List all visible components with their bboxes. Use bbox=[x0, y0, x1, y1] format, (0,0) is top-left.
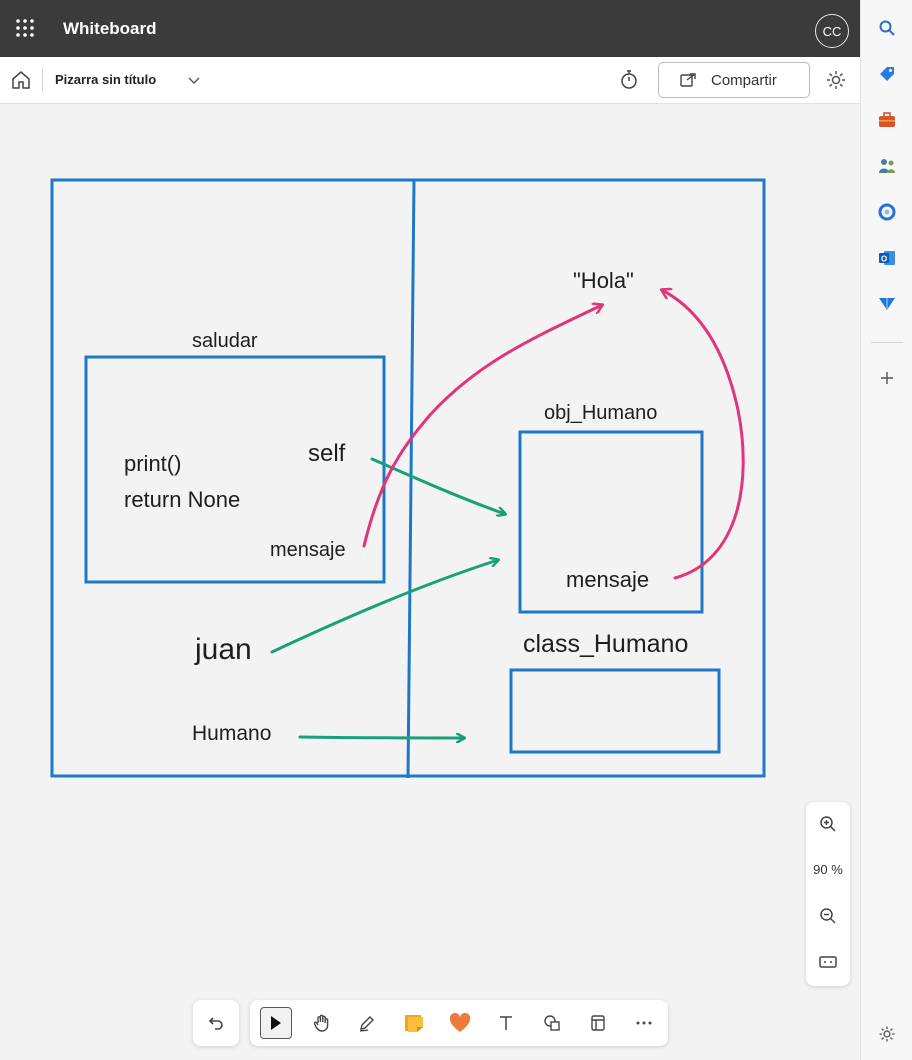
select-tool[interactable] bbox=[260, 1007, 292, 1039]
drawing-toolbar bbox=[250, 1000, 668, 1046]
right-sidebar: O bbox=[860, 0, 912, 1060]
arrow-juan-to-obj bbox=[270, 560, 498, 654]
reaction-tool[interactable] bbox=[444, 1007, 476, 1039]
zoom-out-icon[interactable] bbox=[816, 904, 840, 928]
more-icon bbox=[636, 1021, 652, 1025]
share-button[interactable]: Compartir bbox=[658, 62, 810, 98]
undo-icon bbox=[208, 1017, 223, 1030]
search-icon[interactable] bbox=[875, 16, 899, 40]
share-icon bbox=[680, 73, 696, 87]
svg-text:O: O bbox=[881, 255, 887, 264]
arrow-obj-mensaje-to-hola bbox=[662, 290, 745, 580]
hand-tool[interactable] bbox=[306, 1007, 338, 1039]
more-tools[interactable] bbox=[628, 1007, 660, 1039]
board-toolbar: Pizarra sin título Compartir bbox=[0, 57, 860, 104]
user-avatar[interactable]: CC bbox=[815, 14, 849, 48]
arrow-mensaje-to-hola bbox=[362, 305, 602, 548]
obj-humano-box bbox=[518, 430, 704, 614]
zoom-in-icon[interactable] bbox=[816, 812, 840, 836]
shapes-icon bbox=[544, 1015, 560, 1031]
shapes-tool[interactable] bbox=[536, 1007, 568, 1039]
divider-line bbox=[406, 179, 416, 779]
label-self: self bbox=[308, 440, 346, 467]
label-obj-humano: obj_Humano bbox=[544, 402, 657, 424]
chevron-down-icon[interactable] bbox=[186, 72, 202, 88]
undo-button[interactable] bbox=[193, 1000, 239, 1046]
arrow-self-to-obj bbox=[370, 457, 505, 514]
title-bar: Whiteboard CC bbox=[0, 0, 860, 57]
toolbar-divider bbox=[42, 69, 43, 91]
add-icon[interactable] bbox=[875, 366, 899, 390]
label-humano: Humano bbox=[192, 722, 271, 745]
pen-icon bbox=[359, 1016, 374, 1032]
label-juan: juan bbox=[194, 633, 252, 666]
whiteboard-canvas[interactable]: "Hola" saludar print() return None self … bbox=[0, 104, 860, 1060]
copilot-icon[interactable] bbox=[875, 200, 899, 224]
label-mensaje-right: mensaje bbox=[566, 567, 649, 592]
arrow-humano-to-class bbox=[298, 737, 464, 738]
settings-icon[interactable] bbox=[875, 1022, 899, 1046]
label-hola: "Hola" bbox=[573, 268, 634, 293]
text-tool[interactable] bbox=[490, 1007, 522, 1039]
label-mensaje-left: mensaje bbox=[270, 539, 346, 561]
briefcase-icon[interactable] bbox=[875, 108, 899, 132]
label-print: print() bbox=[124, 451, 181, 476]
zoom-panel: 90 % bbox=[806, 802, 850, 986]
text-icon bbox=[500, 1016, 512, 1030]
label-return: return None bbox=[124, 487, 240, 512]
label-saludar: saludar bbox=[192, 330, 258, 352]
hand-icon bbox=[313, 1014, 329, 1032]
share-label: Compartir bbox=[711, 71, 777, 89]
label-class-humano: class_Humano bbox=[523, 630, 688, 658]
heart-icon bbox=[449, 1012, 471, 1032]
send-icon[interactable] bbox=[875, 292, 899, 316]
board-title[interactable]: Pizarra sin título bbox=[55, 72, 157, 87]
diagram: "Hola" saludar print() return None self … bbox=[50, 178, 766, 779]
home-icon[interactable] bbox=[10, 69, 32, 91]
app-launcher-icon[interactable] bbox=[14, 17, 36, 39]
sticky-note-icon bbox=[405, 1015, 423, 1032]
zoom-level: 90 % bbox=[813, 862, 843, 877]
class-humano-box bbox=[509, 668, 721, 754]
tag-icon[interactable] bbox=[875, 62, 899, 86]
select-icon bbox=[271, 1016, 281, 1030]
template-tool[interactable] bbox=[582, 1007, 614, 1039]
sticky-note-tool[interactable] bbox=[398, 1007, 430, 1039]
pen-tool[interactable] bbox=[351, 1007, 383, 1039]
board-settings-icon[interactable] bbox=[824, 68, 848, 92]
sidebar-divider bbox=[871, 342, 903, 343]
app-title: Whiteboard bbox=[63, 19, 157, 38]
fit-to-screen-icon[interactable] bbox=[816, 950, 840, 974]
saludar-box bbox=[84, 355, 386, 584]
people-icon[interactable] bbox=[875, 154, 899, 178]
timer-icon[interactable] bbox=[617, 68, 641, 92]
outlook-icon[interactable]: O bbox=[875, 246, 899, 270]
template-icon bbox=[591, 1015, 605, 1031]
